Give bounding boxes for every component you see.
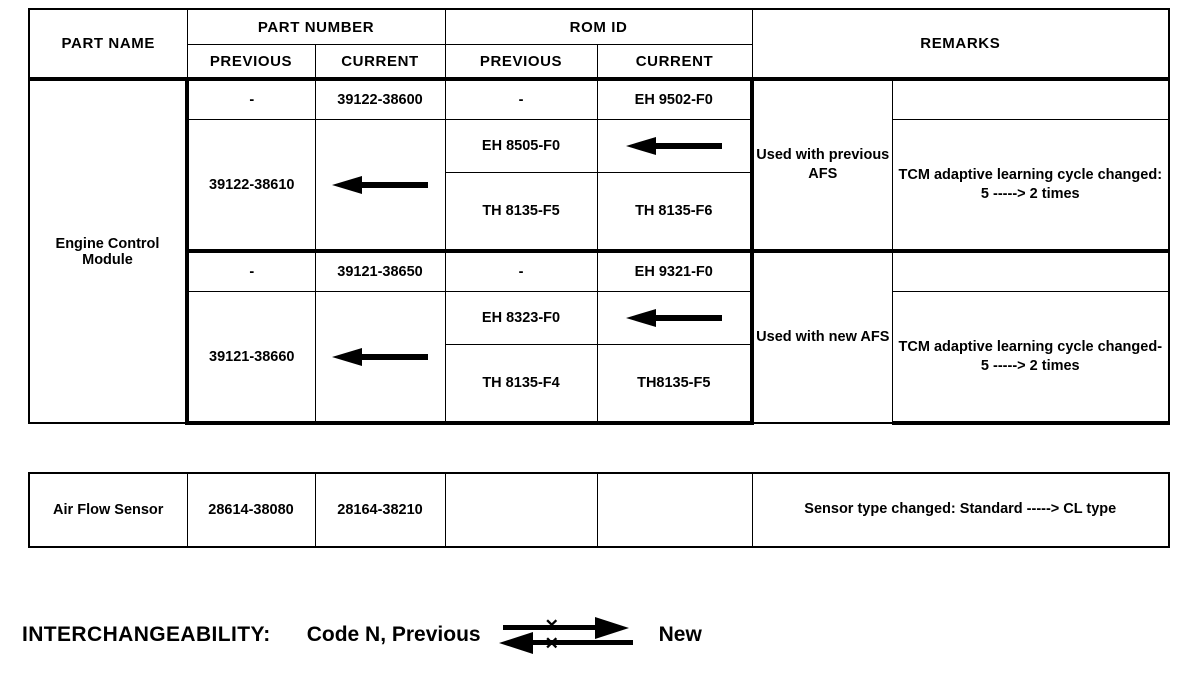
cell-remark-spacer — [891, 249, 1170, 292]
arrow-left-icon — [332, 175, 428, 194]
col-header-pn-previous: PREVIOUS — [186, 44, 316, 80]
cell-rom-previous: EH 8505-F0 — [444, 119, 598, 173]
col-header-rom-previous: PREVIOUS — [444, 44, 598, 80]
interchangeability-legend: INTERCHANGEABILITY: Code N, Previous ✕ ✕… — [22, 612, 702, 658]
cell-remark: TCM adaptive learning cycle changed- 5 -… — [891, 291, 1170, 425]
part-name-cell-afs: Air Flow Sensor — [28, 472, 188, 548]
header-row-top: PART NAME PART NUMBER ROM ID REMARKS — [28, 8, 1170, 80]
cell-pn-previous: - — [185, 249, 316, 292]
table-row: 39122-38610 EH 8505-F0 TCM adaptive lear… — [29, 119, 1170, 252]
cell-pn-current: 39122-38600 — [314, 77, 446, 120]
parts-comparison-table: PART NAME PART NUMBER ROM ID REMARKS PRE… — [28, 8, 1171, 425]
cell-pn-previous: 39122-38610 — [185, 119, 316, 252]
arrow-left-icon — [625, 309, 722, 327]
cell-rom-previous: - — [444, 77, 598, 120]
col-header-part-number: PART NUMBER — [186, 8, 446, 45]
interchange-arrows-icon: ✕ ✕ — [495, 612, 645, 658]
cell-remark-spacer — [891, 77, 1170, 120]
table-row: 39121-38660 EH 8323-F0 TCM adaptive lear… — [29, 291, 1170, 425]
col-header-part-name: PART NAME — [28, 8, 188, 80]
table-row: Engine Control Module - 39122-38600 - EH… — [28, 77, 1170, 424]
col-header-rom-current: CURRENT — [596, 44, 753, 80]
part-name-cell-ecm: Engine Control Module — [28, 77, 188, 424]
cell-rom-previous: EH 8323-F0 — [444, 291, 598, 345]
cell-used-with: Used with previous AFS — [751, 77, 893, 252]
cell-rom-current: TH 8135-F6 — [596, 172, 755, 252]
col-header-pn-current: CURRENT — [314, 44, 446, 80]
cell-rom-current-arrow — [596, 119, 755, 173]
cell-pn-previous: 39121-38660 — [185, 291, 316, 425]
cell-pn-current: 28164-38210 — [314, 472, 446, 548]
cell-remark: TCM adaptive learning cycle changed: 5 -… — [891, 119, 1170, 252]
cell-pn-current-arrow — [314, 119, 446, 252]
table-row: TH 8135-F5 TH 8135-F6 — [29, 172, 1169, 252]
cross-mark-bottom-icon: ✕ — [544, 634, 559, 653]
cell-rom-previous: TH 8135-F4 — [444, 344, 598, 425]
cell-rom-current: TH8135-F5 — [596, 344, 755, 425]
cell-rom-current-arrow — [596, 291, 755, 345]
legend-new: New — [658, 623, 702, 646]
arrow-left-icon — [332, 347, 428, 366]
cell-rom-current: EH 9321-F0 — [596, 249, 755, 292]
legend-label: INTERCHANGEABILITY: — [22, 623, 271, 646]
cell-pn-previous: - — [185, 77, 316, 120]
table-row: - 39121-38650 - EH 9321-F0 Used with new… — [29, 249, 1170, 424]
cell-pn-current-arrow — [314, 291, 446, 425]
header-row-sub: PREVIOUS CURRENT PREVIOUS CURRENT — [29, 44, 1169, 80]
cell-rom-previous: - — [444, 249, 598, 292]
cell-pn-current: 39121-38650 — [314, 249, 446, 292]
cell-rom-current — [596, 472, 753, 548]
cell-pn-previous: 28614-38080 — [186, 472, 316, 548]
table-row: TH 8135-F4 TH8135-F5 — [29, 344, 1169, 425]
arrow-left-icon — [625, 137, 722, 155]
cell-remark: Sensor type changed: Standard -----> CL … — [751, 472, 1170, 548]
legend-code-previous: Code N, Previous — [306, 623, 481, 646]
cell-used-with: Used with new AFS — [751, 249, 893, 424]
cell-rom-current: EH 9502-F0 — [596, 77, 755, 120]
cross-mark-top-icon: ✕ — [544, 616, 559, 635]
col-header-remarks: REMARKS — [751, 8, 1170, 80]
cell-rom-previous — [444, 472, 598, 548]
table-row: Air Flow Sensor 28614-38080 28164-38210 … — [28, 472, 1170, 548]
cell-rom-previous: TH 8135-F5 — [444, 172, 598, 252]
col-header-rom-id: ROM ID — [444, 8, 753, 45]
air-flow-sensor-table: Air Flow Sensor 28614-38080 28164-38210 … — [28, 472, 1170, 548]
